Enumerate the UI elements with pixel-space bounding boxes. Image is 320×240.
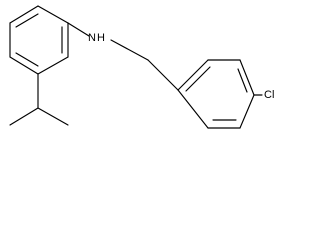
aniline-ring-bond (37, 56, 69, 75)
aniline-ring-bond (9, 5, 39, 24)
aniline-aromatic-double-bond (15, 52, 39, 67)
chlorine-atom-label: Cl (264, 89, 274, 101)
chlorobenzene-ring (177, 59, 255, 129)
chemical-structure-diagram: N H Cl (9, 5, 274, 129)
aniline-ring-bond (9, 56, 39, 75)
methylene-ring-bond (147, 59, 179, 91)
isopropyl-methyl-bond (9, 107, 39, 126)
chlorobenzene-aromatic-double-bond (185, 66, 211, 92)
aniline-ring-bond (37, 5, 69, 24)
amine-hydrogen-label: H (97, 32, 105, 44)
chlorobenzene-ring-bond (177, 89, 209, 129)
aniline-aromatic-double-bond (15, 13, 39, 28)
chlorobenzene-ring-bond (177, 59, 209, 91)
nitrogen-atom-label: N (88, 32, 96, 44)
isopropyl-group (9, 73, 69, 126)
chlorobenzene-ring-bond (239, 59, 255, 96)
amine-linker: N H (67, 22, 179, 91)
nitrogen-methylene-bond (110, 39, 149, 61)
chlorine-substituent: Cl (253, 89, 274, 101)
isopropyl-methyl-bond (37, 107, 69, 126)
chlorobenzene-ring-bond (239, 94, 255, 129)
chlorobenzene-aromatic-double-bond (237, 68, 248, 93)
aniline-ring (9, 5, 69, 75)
aniline-nitrogen-bond (67, 22, 90, 37)
